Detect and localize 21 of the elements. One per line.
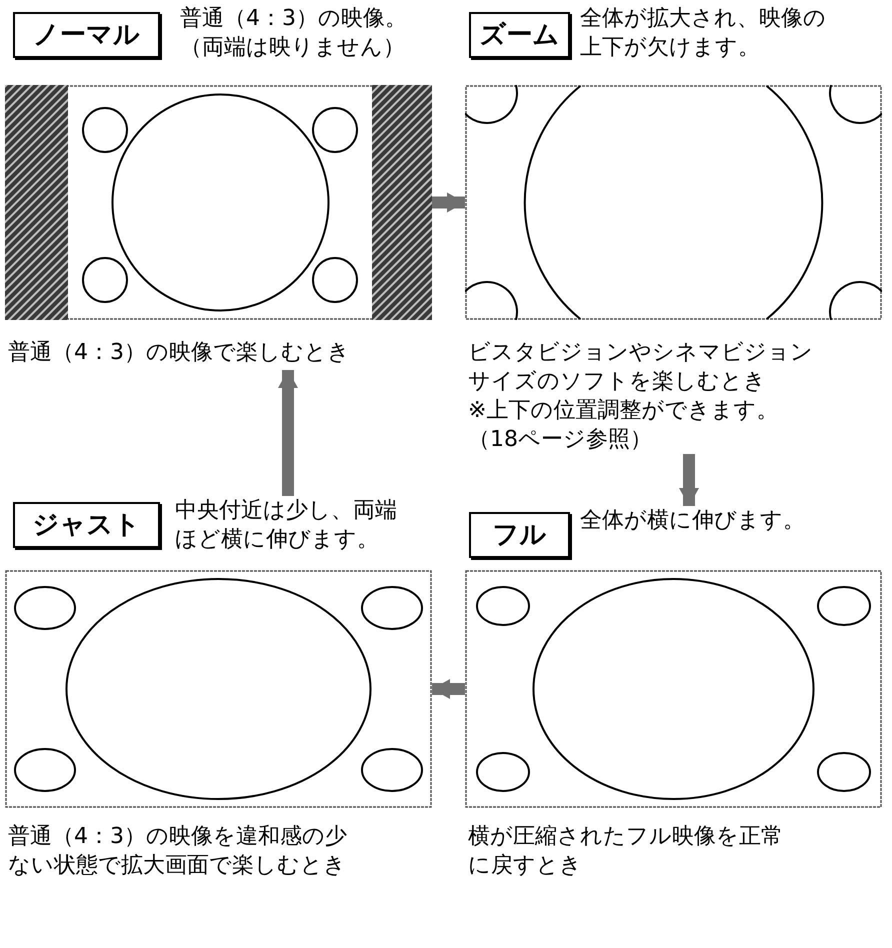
arrow — [278, 370, 298, 496]
screen-drawing — [5, 85, 432, 320]
usage-text: 普通（4：3）の映像で楽しむとき — [8, 338, 428, 367]
mode-label: フル — [469, 512, 570, 558]
description-text: 中央付近は少し、両端ほど横に伸びます。 — [175, 496, 401, 554]
mode-label: ズーム — [469, 12, 570, 58]
usage-text: 普通（4：3）の映像を違和感の少ない状態で拡大画面で楽しむとき — [8, 822, 368, 880]
arrow — [432, 192, 465, 212]
mode-label: ノーマル — [13, 12, 160, 58]
screen-drawing — [465, 85, 882, 320]
arrow — [679, 454, 699, 506]
description-text: 普通（4：3）の映像。（両端は映りません） — [180, 4, 430, 62]
mode-label: ジャスト — [13, 502, 160, 548]
description-text: 全体が拡大され、映像の上下が欠けます。 — [580, 4, 830, 62]
screen-drawing — [5, 570, 432, 808]
screen-drawing — [465, 570, 882, 808]
note-text: ※上下の位置調整ができます。（18ページ参照） — [468, 396, 798, 454]
arrow — [432, 679, 465, 699]
description-text: 全体が横に伸びます。 — [580, 506, 880, 535]
usage-text: ビスタビジョンやシネマビジョンサイズのソフトを楽しむとき — [468, 338, 828, 396]
usage-text: 横が圧縮されたフル映像を正常に戻すとき — [468, 822, 788, 880]
